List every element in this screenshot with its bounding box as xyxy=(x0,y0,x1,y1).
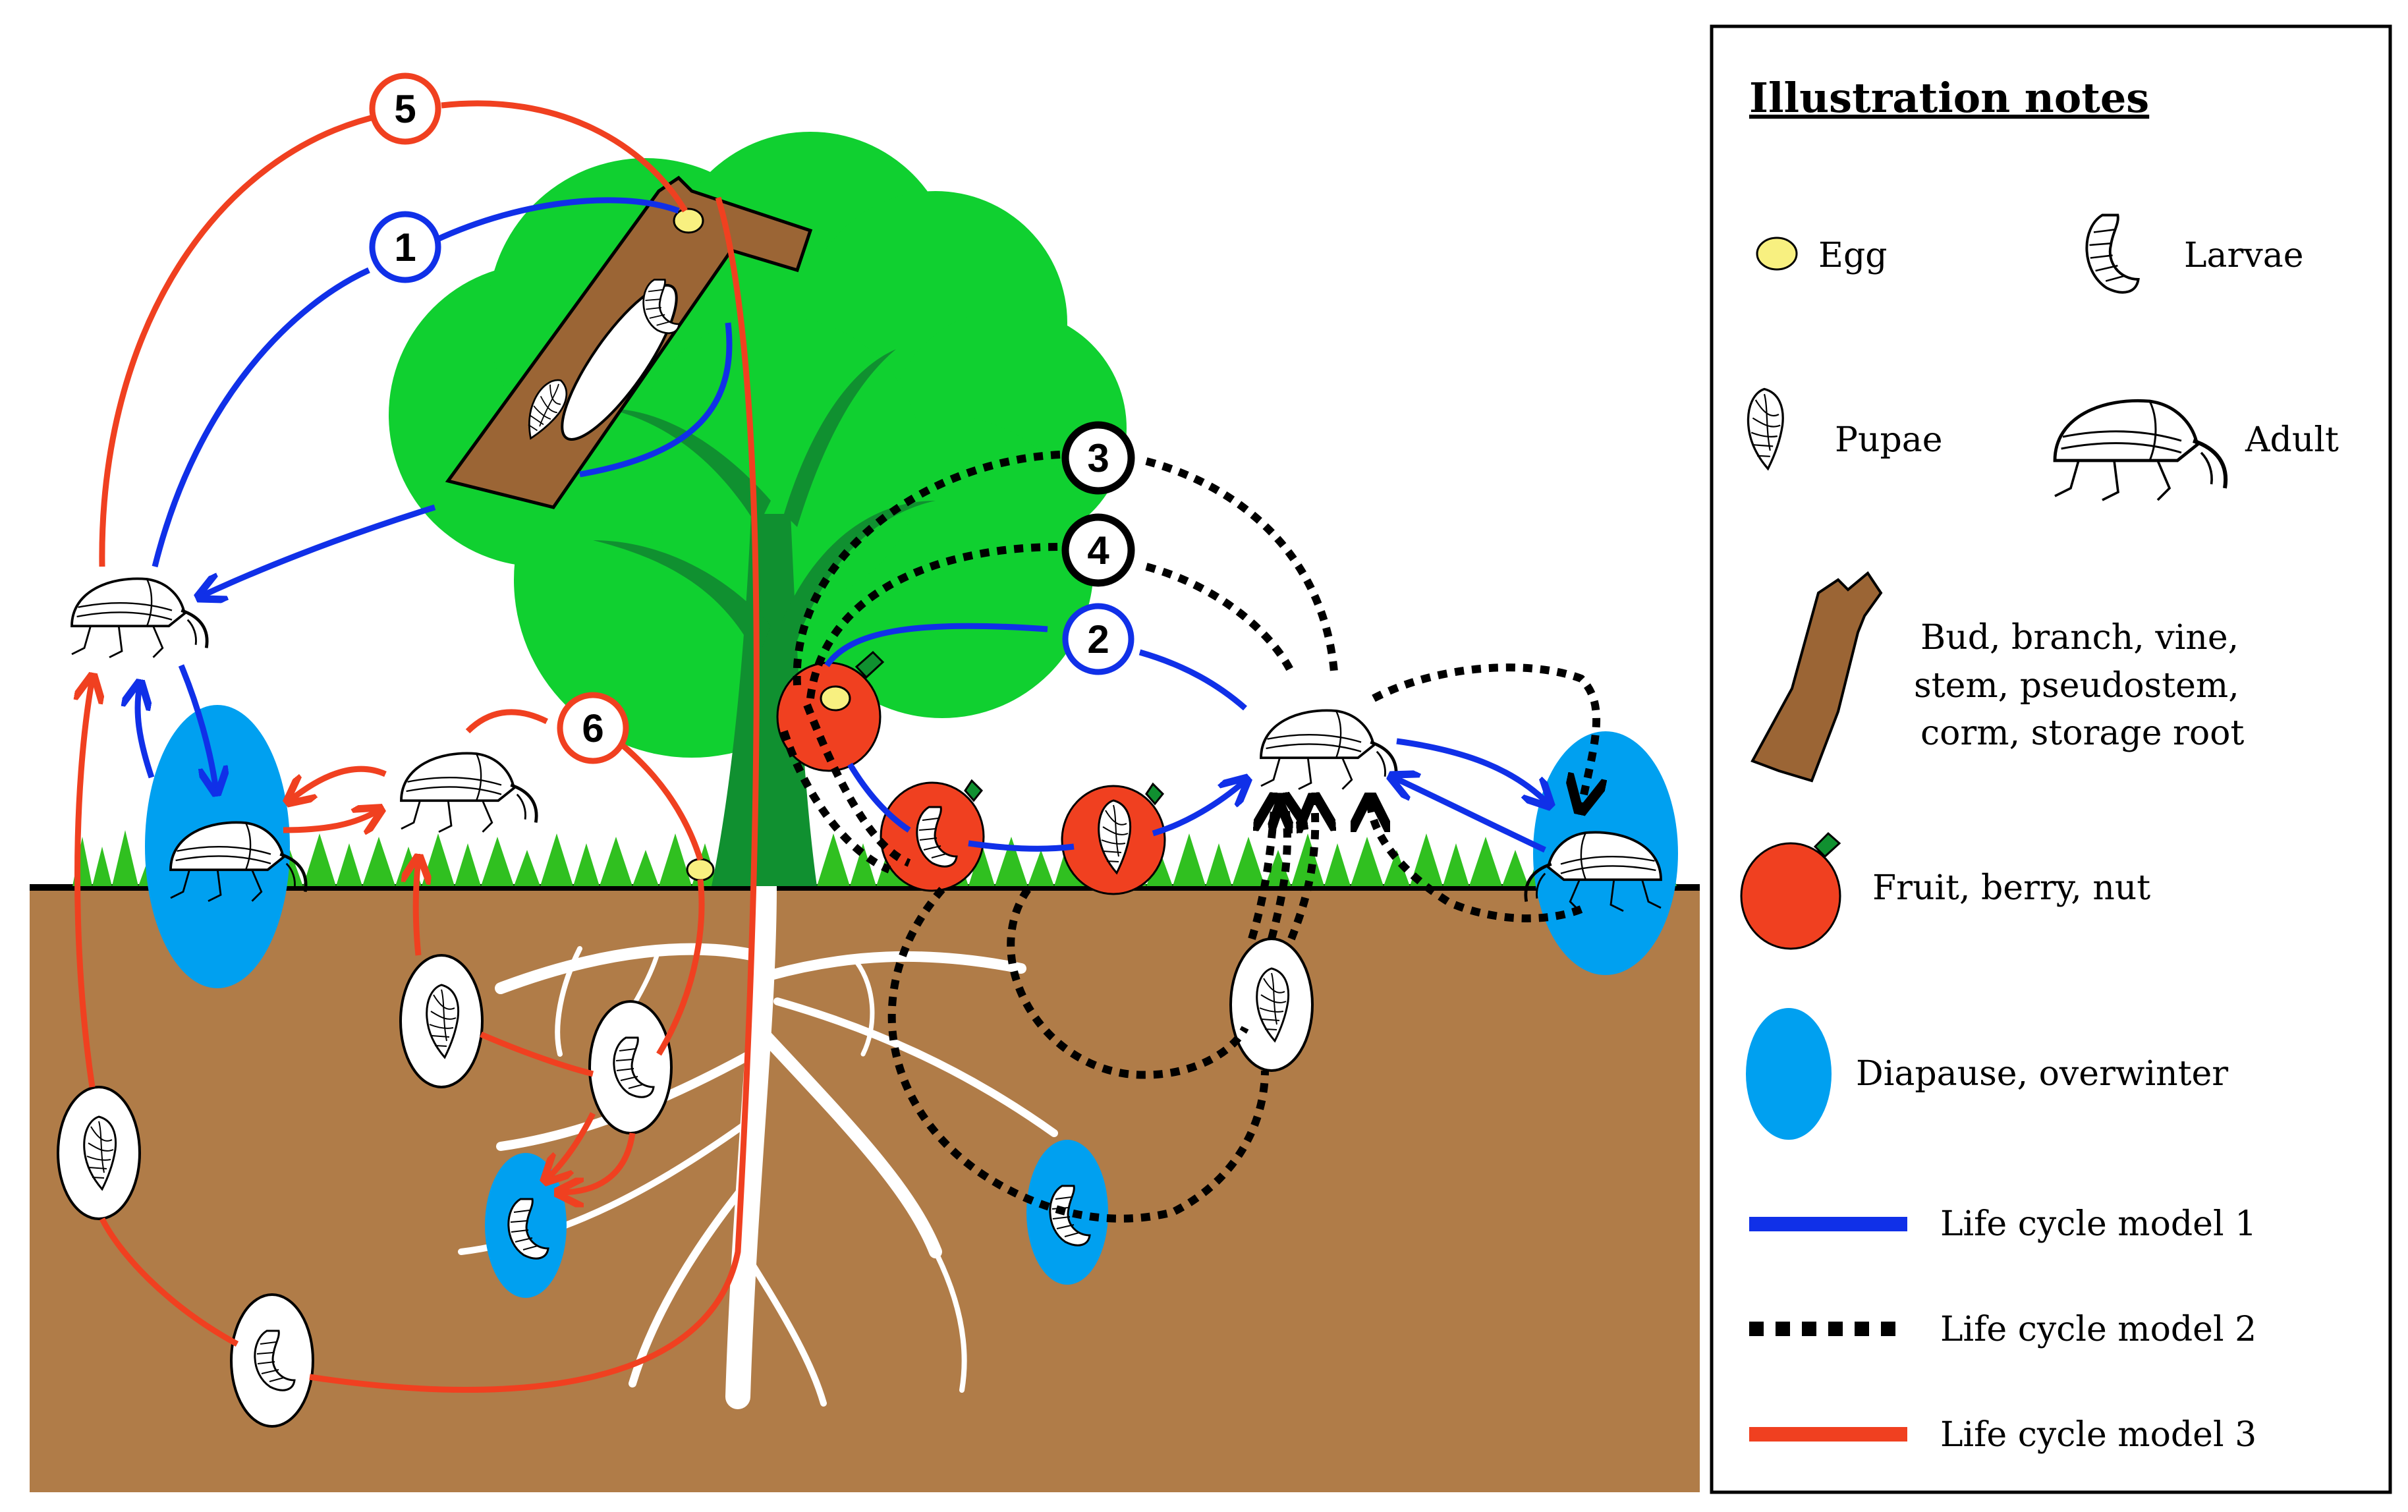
fruit-ground-1 xyxy=(880,779,985,892)
marker-6-label: 6 xyxy=(582,706,603,750)
weevil-mid xyxy=(401,753,536,831)
legend-title: Illustration notes xyxy=(1749,74,2149,122)
marker-3: 3 xyxy=(1061,421,1135,495)
branch-cavity xyxy=(561,284,678,441)
marker-1: 1 xyxy=(369,211,441,283)
fruit-tree xyxy=(776,650,885,772)
legend: Illustration notes Egg Larvae Pupae Adul… xyxy=(1710,24,2392,1494)
weevil-right xyxy=(1261,710,1396,789)
legend-diapause: Diapause, overwinter xyxy=(1856,1054,2228,1094)
marker-6: 6 xyxy=(557,692,629,764)
legend-model1: Life cycle model 1 xyxy=(1940,1204,2256,1244)
legend-bud-2: stem, pseudostem, xyxy=(1914,666,2239,706)
model3-paths xyxy=(78,100,760,1393)
legend-pupae: Pupae xyxy=(1835,420,1943,460)
model2-paths xyxy=(780,451,1596,1223)
fruit-icon xyxy=(1740,831,1841,950)
legend-model2: Life cycle model 2 xyxy=(1940,1310,2256,1349)
legend-bud-1: Bud, branch, vine, xyxy=(1920,618,2239,658)
marker-4-label: 4 xyxy=(1087,528,1109,573)
marker-5-label: 5 xyxy=(394,87,416,131)
egg-icon xyxy=(1756,237,1798,271)
soil-egg xyxy=(686,858,715,882)
legend-egg: Egg xyxy=(1818,236,1888,275)
legend-box xyxy=(1710,24,2392,1494)
marker-4: 4 xyxy=(1061,513,1135,587)
branch-egg xyxy=(673,208,704,234)
tree-trunk xyxy=(593,349,936,886)
legend-adult: Adult xyxy=(2245,420,2339,460)
legend-fruit: Fruit, berry, nut xyxy=(1872,868,2150,908)
diapause-icon xyxy=(1746,1008,1832,1140)
marker-3-label: 3 xyxy=(1087,436,1109,480)
legend-larvae: Larvae xyxy=(2184,236,2304,275)
marker-5: 5 xyxy=(369,72,441,145)
legend-model3: Life cycle model 3 xyxy=(1940,1415,2256,1455)
weevil-left xyxy=(72,578,207,657)
branch-icon xyxy=(1750,571,1883,783)
legend-bud-3: corm, storage root xyxy=(1920,714,2244,753)
marker-2: 2 xyxy=(1062,603,1134,675)
marker-2-label: 2 xyxy=(1087,617,1109,661)
fruit-ground-2 xyxy=(1061,782,1166,895)
marker-1-label: 1 xyxy=(394,225,416,269)
model1-paths xyxy=(138,197,1548,853)
